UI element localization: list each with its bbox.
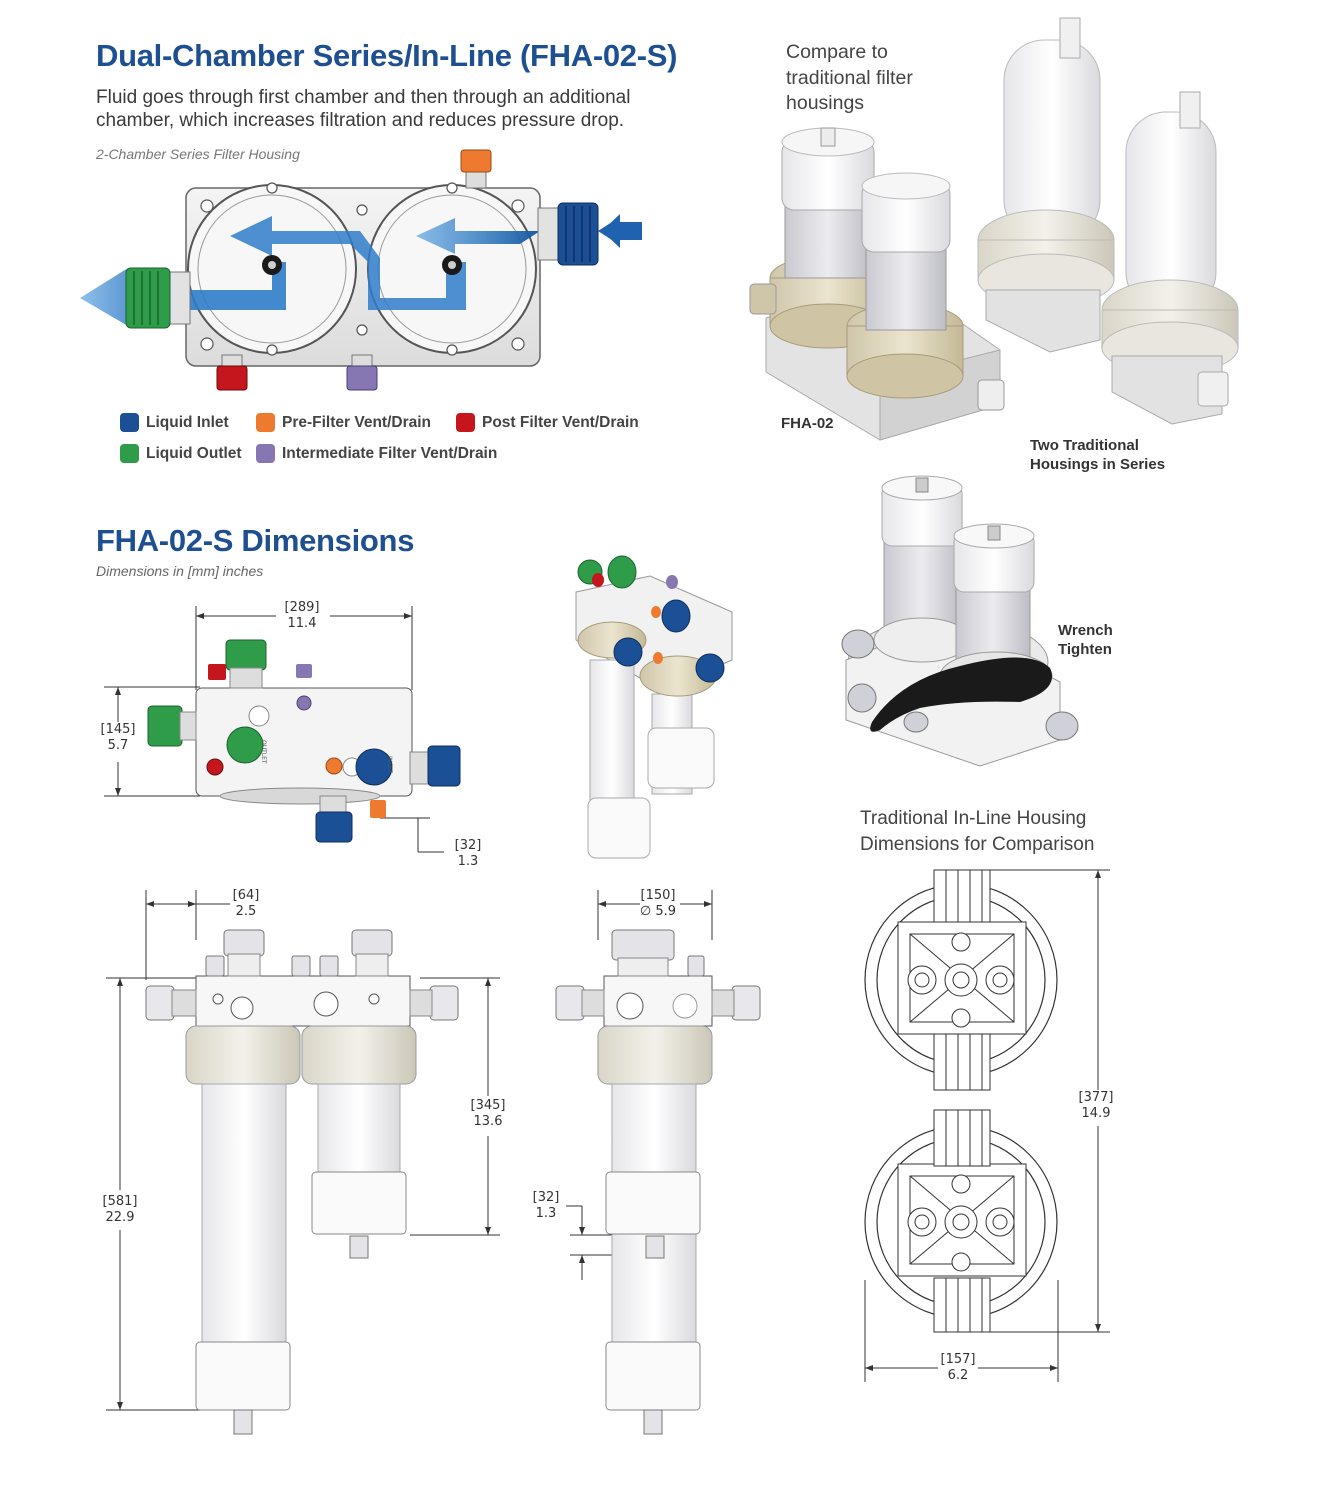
dim-trad-height: [377] 14.9 — [1068, 1090, 1124, 1122]
dim-side-diameter: [150] ∅ 5.9 — [628, 888, 688, 920]
legend-intermediate: Intermediate Filter Vent/Drain — [256, 444, 497, 463]
section-title-dual-chamber: Dual-Chamber Series/In-Line (FHA-02-S) — [96, 38, 678, 73]
wrench-line-1: Wrench — [1058, 622, 1113, 639]
port-inlet-label: INLET — [386, 756, 393, 773]
legend-label: Liquid Outlet — [146, 444, 242, 462]
dim-mm: [64] — [232, 888, 260, 903]
wrench-line-2: Tighten — [1058, 641, 1112, 658]
legend-label: Liquid Inlet — [146, 413, 229, 431]
dim-mm: [157] — [940, 1352, 976, 1367]
legend-label: Pre-Filter Vent/Drain — [282, 413, 432, 431]
legend-swatch-post-filter — [456, 413, 475, 432]
dim-mm: [345] — [470, 1098, 506, 1113]
dim-mm: [32] — [454, 838, 482, 853]
dim-front-height: [581] 22.9 — [92, 1194, 148, 1226]
dim-front-short: [345] 13.6 — [460, 1098, 516, 1130]
dim-in: 13.6 — [473, 1114, 503, 1129]
legend-swatch-pre-filter — [256, 413, 275, 432]
dim-in: 2.5 — [235, 904, 257, 919]
compare-line-1: Compare to — [786, 41, 888, 63]
traditional-dims-line-1: Traditional In-Line Housing — [860, 808, 1087, 829]
dim-mm: [289] — [284, 600, 320, 615]
legend-label: Post Filter Vent/Drain — [482, 413, 639, 431]
dimensions-units-caption: Dimensions in [mm] inches — [96, 563, 264, 579]
dim-top-width: [289] 11.4 — [272, 600, 332, 632]
dim-front-offset: [64] 2.5 — [216, 888, 276, 920]
legend-swatch-inlet — [120, 413, 139, 432]
dim-in: 11.4 — [287, 616, 317, 631]
wrench-tighten-label: Wrench Tighten — [1058, 621, 1113, 659]
compare-heading: Compare to traditional filter housings — [786, 40, 913, 117]
dim-in: 22.9 — [105, 1210, 135, 1225]
fha-02-label: FHA-02 — [781, 415, 834, 432]
dim-in: 1.3 — [457, 854, 479, 869]
legend-pre-filter: Pre-Filter Vent/Drain — [256, 413, 431, 432]
description-line-2: chamber, which increases filtration and … — [96, 110, 625, 131]
traditional-housings-label: Two Traditional Housings in Series — [1030, 436, 1165, 474]
legend-liquid-outlet: Liquid Outlet — [120, 444, 242, 463]
dim-in: ∅ 5.9 — [639, 904, 677, 919]
dim-mm: [32] — [532, 1190, 560, 1205]
traditional-line-2: Housings in Series — [1030, 456, 1166, 473]
figure-caption-2-chamber: 2-Chamber Series Filter Housing — [96, 146, 300, 162]
dim-in: 14.9 — [1081, 1106, 1111, 1121]
dim-top-height: [145] 5.7 — [90, 722, 146, 754]
dim-top-port: [32] 1.3 — [440, 838, 496, 870]
traditional-dimensions-heading: Traditional In-Line Housing Dimensions f… — [860, 806, 1094, 857]
dim-side-gap: [32] 1.3 — [518, 1190, 574, 1222]
dim-mm: [145] — [100, 722, 136, 737]
dim-in: 1.3 — [535, 1206, 557, 1221]
port-outlet-label: OUTLET — [260, 740, 267, 764]
legend-post-filter: Post Filter Vent/Drain — [456, 413, 639, 432]
dim-mm: [377] — [1078, 1090, 1114, 1105]
dim-mm: [150] — [640, 888, 676, 903]
section-title-dimensions: FHA-02-S Dimensions — [96, 523, 415, 558]
dim-trad-width: [157] 6.2 — [930, 1352, 986, 1384]
compare-line-2: traditional filter — [786, 66, 913, 89]
traditional-dims-line-2: Dimensions for Comparison — [860, 833, 1095, 855]
traditional-line-1: Two Traditional — [1030, 437, 1139, 454]
section-description: Fluid goes through first chamber and the… — [96, 86, 630, 132]
legend-liquid-inlet: Liquid Inlet — [120, 413, 229, 432]
dim-in: 6.2 — [947, 1368, 969, 1383]
legend-swatch-outlet — [120, 444, 139, 463]
legend-swatch-intermediate — [256, 444, 275, 463]
description-line-1: Fluid goes through first chamber and the… — [96, 87, 631, 108]
dim-mm: [581] — [102, 1194, 138, 1209]
legend-label: Intermediate Filter Vent/Drain — [282, 444, 498, 462]
compare-line-3: housings — [786, 92, 865, 114]
dim-in: 5.7 — [107, 738, 129, 753]
